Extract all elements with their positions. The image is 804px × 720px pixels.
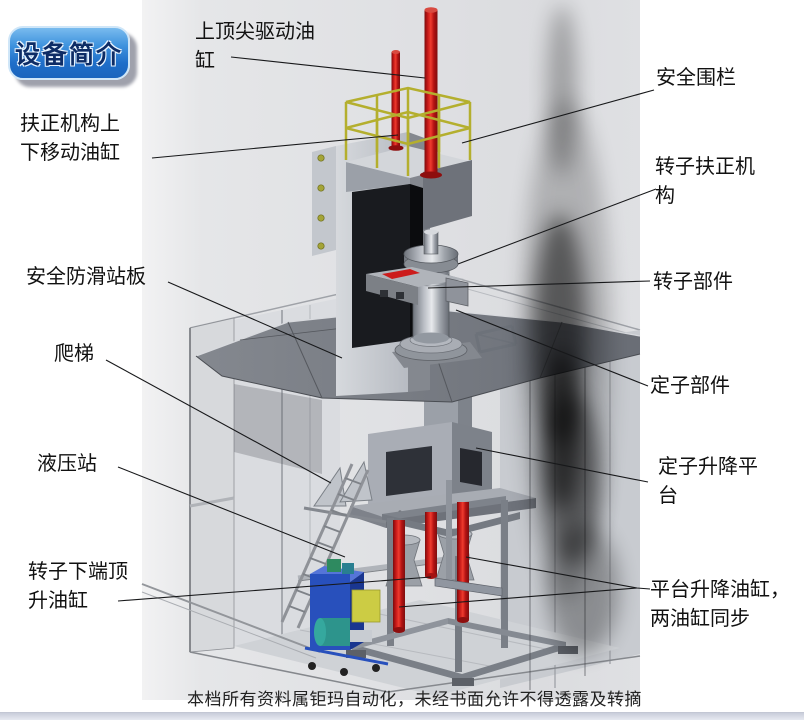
label-stator-lift-platform: 定子升降平台 — [658, 456, 758, 507]
rotor-bottom-jack-cylinder-part — [425, 512, 437, 579]
hydraulic-station-graphic — [304, 559, 389, 676]
label-anti-slip-platform: 安全防滑站板 — [26, 266, 146, 288]
ladder-graphic — [280, 463, 370, 629]
label-rotor-bottom-jack-cylinder: 转子下端顶升油缸 — [28, 561, 128, 612]
equipment-intro-badge[interactable]: 设备简介 — [8, 26, 130, 80]
rotor-assembly — [392, 229, 482, 368]
label-hydraulic-station: 液压站 — [37, 453, 97, 475]
platform-lift-cylinder-left — [393, 520, 405, 633]
leader-lines — [105, 56, 657, 608]
label-centering-updown-cylinder: 扶正机构上下移动油缸 — [20, 113, 120, 164]
stator-assembly — [297, 386, 578, 686]
platform-lift-cylinder-right — [457, 502, 469, 623]
label-rotor-centering-mechanism: 转子扶正机构 — [655, 156, 755, 207]
label-rotor-component: 转子部件 — [653, 271, 733, 293]
footer-notice: 本档所有资料属钜玛自动化，未经书面允许不得透露及转摘 — [187, 690, 642, 709]
label-top-center-drive-cylinder: 上顶尖驱动油缸 — [195, 21, 315, 72]
bottom-bar — [0, 712, 804, 720]
dark-smudge — [521, 5, 619, 655]
label-safety-fence: 安全围栏 — [656, 67, 736, 89]
label-ladder: 爬梯 — [54, 343, 94, 365]
badge-label: 设备简介 — [14, 42, 123, 69]
label-stator-component: 定子部件 — [650, 375, 730, 397]
platform-right-frame — [474, 324, 518, 354]
label-platform-lift-cylinders: 平台升降油缸，两油缸同步 — [650, 579, 790, 630]
secondary-cylinder — [388, 50, 404, 151]
safety-fence-railing — [344, 86, 472, 176]
rotor-centering-arm — [366, 267, 469, 307]
jack-bracket — [434, 577, 503, 597]
